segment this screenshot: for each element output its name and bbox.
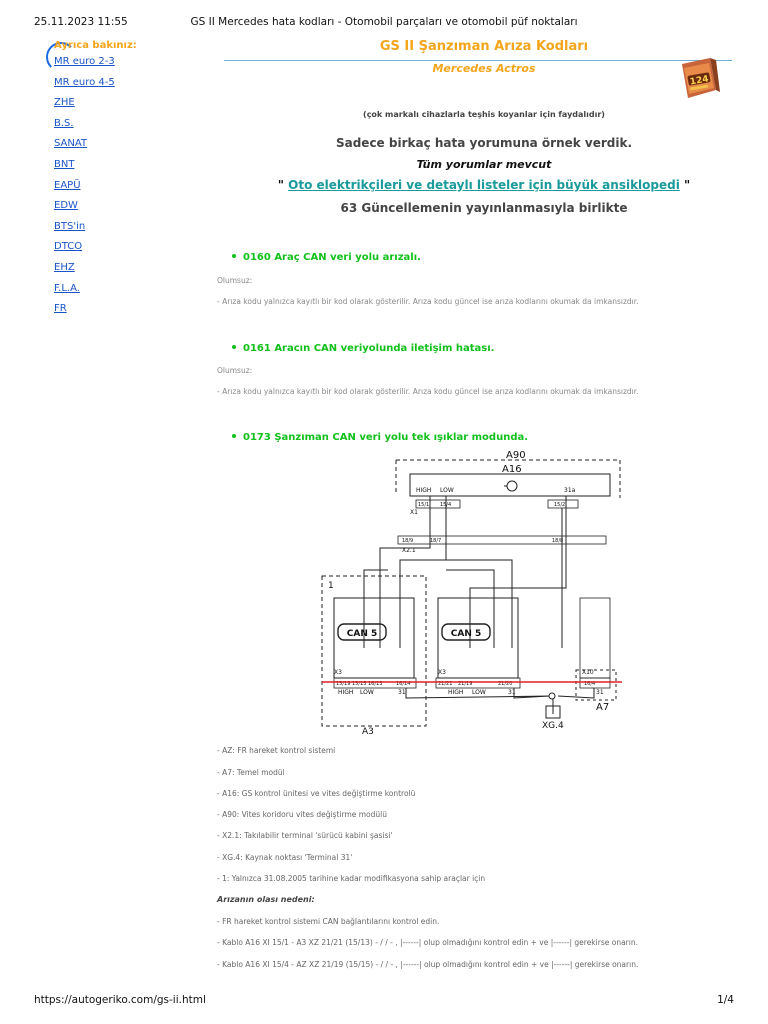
diagram-label: 18/8	[552, 538, 563, 544]
diagram-label: LOW	[360, 689, 374, 696]
diagram-label: HIGH	[416, 487, 431, 494]
diagram-label: 21/21	[438, 681, 452, 687]
diagram-label: 15/1	[418, 502, 429, 508]
sidebar-link[interactable]: BTS'in	[54, 220, 86, 232]
legend-item: - A16: GS kontrol ünitesi ve vites değiş…	[217, 789, 416, 798]
diagram-label: 31	[508, 689, 516, 696]
intro-line-2: Tüm yorumlar mevcut	[416, 158, 552, 171]
diagram-label: 18/9	[402, 538, 413, 544]
sidebar-link[interactable]: MR euro 2-3	[54, 56, 115, 67]
diagram-label: 31a	[564, 487, 576, 494]
sidebar-link[interactable]: EDW	[54, 200, 78, 212]
legend-item: - 1: Yalnızca 31.08.2005 tarihine kadar …	[217, 874, 486, 883]
print-date: 25.11.2023 11:55	[34, 16, 128, 28]
bullet-icon	[232, 345, 236, 349]
cause-item: - FR hareket kontrol sistemi CAN bağlant…	[217, 917, 440, 926]
diagram-label: LOW	[472, 689, 486, 696]
legend-item: - X2.1: Takılabilir terminal 'sürücü kab…	[217, 831, 393, 840]
fault-heading: 0173 Şanzıman CAN veri yolu tek ışıklar …	[232, 432, 528, 443]
fault-code-text: 0161 Aracın CAN veriyolunda iletişim hat…	[243, 343, 495, 354]
fault-code-text: 0160 Araç CAN veri yolu arızalı.	[243, 252, 421, 263]
sidebar-link[interactable]: MR euro 4-5	[54, 76, 115, 88]
intro-line-4: 63 Güncellemenin yayınlanmasıyla birlikt…	[340, 201, 628, 215]
sidebar-link[interactable]: DTCO	[54, 241, 83, 253]
legend-item: - AZ: FR hareket kontrol sistemi	[217, 746, 336, 755]
fault-code-text: 0173 Şanzıman CAN veri yolu tek ışıklar …	[243, 432, 529, 443]
legend-item: - A7: Temel modül	[217, 768, 285, 777]
diagram-label: 15/15	[352, 681, 366, 687]
diagram-label: A90	[506, 450, 526, 461]
diagram-label: HIGH	[338, 689, 353, 696]
intro-line-1: Sadece birkaç hata yorumuna örnek verdik…	[335, 136, 633, 150]
diagram-label: X3	[334, 669, 342, 676]
header-rule	[224, 60, 732, 61]
sidebar-link[interactable]: EHZ	[54, 261, 75, 273]
fault-heading: 0161 Aracın CAN veriyolunda iletişim hat…	[232, 343, 494, 354]
diagram-label: X1	[410, 509, 418, 516]
intro-note: (çok markalı cihazlarla teşhis koyanlar …	[363, 110, 605, 119]
diagram-label: 16/14	[396, 681, 410, 687]
legend-item: - A90: Vites koridoru vites değiştirme m…	[217, 810, 387, 819]
diagram-label: 1	[328, 581, 334, 591]
fault-label: Olumsuz:	[217, 366, 253, 375]
sidebar-link[interactable]: FR	[54, 303, 67, 315]
diagram-label: CAN 5	[347, 629, 378, 639]
diagram-label: 31	[596, 689, 604, 696]
bullet-icon	[232, 434, 236, 438]
sidebar-link[interactable]: EAPÜ	[54, 179, 81, 191]
book-badge: 124	[689, 74, 709, 87]
sidebar-heading: Ayrıca bakınız:	[54, 40, 137, 51]
print-header: 25.11.2023 11:55 GS II Mercedes hata kod…	[34, 16, 734, 30]
encyclopedia-book-icon[interactable]: 124	[676, 56, 722, 100]
diagram-label: 31	[398, 689, 406, 696]
print-footer: https://autogeriko.com/gs-ii.html 1/4	[34, 994, 734, 1008]
diagram-label: X2.1	[402, 547, 416, 554]
diagram-label: HIGH	[448, 689, 463, 696]
sidebar: Ayrıca bakınız: MR euro 2-3 MR euro 4-5 …	[54, 40, 204, 323]
print-title: GS II Mercedes hata kodları - Otomobil p…	[190, 16, 578, 28]
sidebar-link[interactable]: SANAT	[54, 138, 88, 150]
diagram-label: LOW	[440, 487, 454, 494]
can-wiring-diagram: A90 A16 HIGH LOW 31a 15/1 15/4 15/2 X1 1…	[321, 450, 622, 736]
diagram-label: 15/2	[554, 502, 565, 508]
diagram-label: 16/13	[368, 681, 382, 687]
sidebar-link[interactable]: BNT	[54, 158, 75, 170]
diagram-label: XG.4	[542, 721, 564, 731]
diagram-label: A16	[502, 464, 522, 475]
diagram-label: 15/19	[336, 681, 350, 687]
intro-line-3: " Oto elektrikçileri ve detaylı listeler…	[214, 178, 754, 192]
diagram-label: 16/4	[584, 681, 595, 687]
quote-open: "	[277, 178, 289, 192]
sidebar-link[interactable]: B.S.	[54, 117, 74, 129]
causes-heading: Arızanın olası nedeni:	[217, 895, 315, 904]
page-title: GS II Şanzıman Arıza Kodları	[379, 39, 589, 54]
legend-item: - XG.4: Kaynak noktası 'Terminal 31'	[217, 853, 353, 862]
sidebar-link[interactable]: ZHE	[54, 97, 75, 109]
diagram-label: X10	[582, 669, 594, 676]
loading-spinner-icon	[46, 42, 76, 72]
fault-text: - Arıza kodu yalnızca kayıtlı bir kod ol…	[217, 387, 639, 396]
print-url: https://autogeriko.com/gs-ii.html	[34, 994, 206, 1006]
diagram-label: 18/7	[430, 538, 441, 544]
sidebar-link[interactable]: F.L.A.	[54, 282, 80, 294]
bullet-icon	[232, 254, 236, 258]
page-number: 1/4	[717, 994, 734, 1006]
fault-heading: 0160 Araç CAN veri yolu arızalı.	[232, 252, 421, 263]
cause-item: - Kablo A16 XI 15/4 - AZ XZ 21/19 (15/15…	[217, 960, 639, 969]
diagram-label: CAN 5	[451, 629, 482, 639]
cause-item: - Kablo A16 XI 15/1 - A3 XZ 21/21 (15/13…	[217, 938, 638, 947]
quote-close: "	[679, 178, 691, 192]
diagram-label: 21/20	[498, 681, 512, 687]
diagram-label: A7	[596, 702, 609, 713]
diagram-label: X3	[438, 669, 446, 676]
fault-text: - Arıza kodu yalnızca kayıtlı bir kod ol…	[217, 297, 639, 306]
diagram-label: A3	[362, 727, 374, 736]
encyclopedia-link[interactable]: Oto elektrikçileri ve detaylı listeler i…	[288, 178, 680, 192]
fault-label: Olumsuz:	[217, 276, 253, 285]
diagram-label: 21/19	[458, 681, 472, 687]
page-subtitle: Mercedes Actros	[432, 62, 536, 75]
